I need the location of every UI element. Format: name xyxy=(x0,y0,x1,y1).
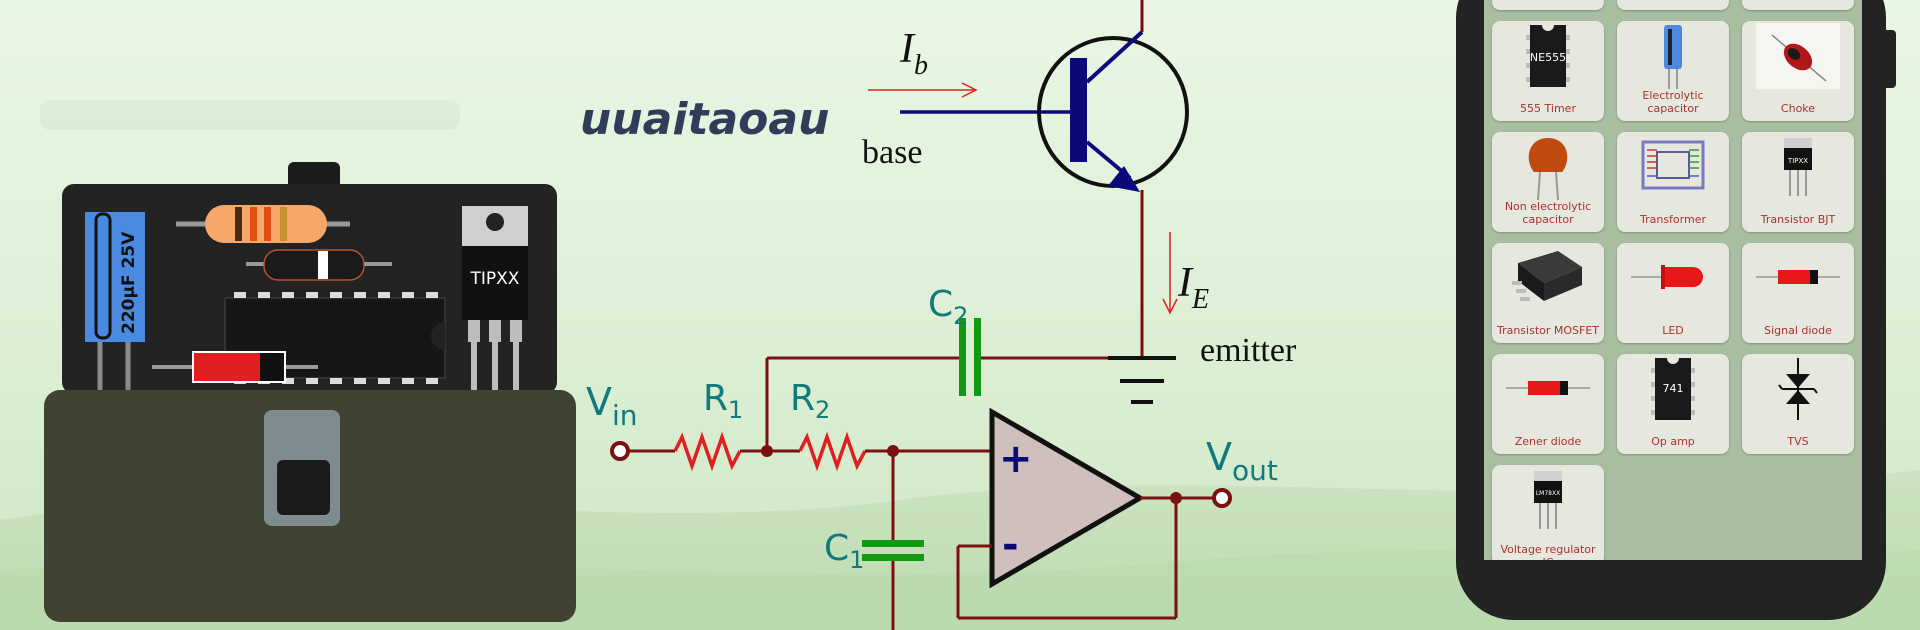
vin-terminal xyxy=(610,441,630,461)
tile-label: Op amp xyxy=(1651,435,1695,448)
tile-label: Choke xyxy=(1780,102,1816,115)
ib-arrow-head xyxy=(961,82,978,98)
tile-label: Signal diode xyxy=(1764,324,1832,337)
tile-electrolytic-capacitor[interactable]: Electrolytic capacitor xyxy=(1617,21,1729,121)
r2-zigzag xyxy=(798,431,867,472)
tile-transformer[interactable]: Transformer xyxy=(1617,132,1729,232)
opamp-minus: - xyxy=(1002,522,1019,568)
tile-label: Zener diode xyxy=(1514,435,1582,448)
tile-label: Electrolytic capacitor xyxy=(1642,89,1704,115)
c1-plate-bottom xyxy=(862,554,924,561)
transistor-bjt-icon: TIPXX xyxy=(1784,138,1812,196)
resistor-icon xyxy=(176,205,350,243)
led-icon xyxy=(1631,265,1703,289)
tile-signal-diode[interactable]: Signal diode xyxy=(1742,243,1854,343)
blurred-banner-text: uuaitaoau xyxy=(580,94,829,145)
tile-choke[interactable]: Choke xyxy=(1742,21,1854,121)
voltage-regulator-icon: LM78XX xyxy=(1534,471,1562,529)
signal-diode-icon xyxy=(1756,270,1840,284)
choke-icon xyxy=(1756,23,1840,89)
tile-label: Non electrolytic capacitor xyxy=(1504,200,1592,226)
component-grid: NE555 555 Timer Electrolytic capacitor C… xyxy=(1492,0,1862,560)
circuit-diagram: Ib base IE emitter C2 Vin R1 xyxy=(586,0,1297,630)
power-transistor-icon: TIPXX xyxy=(462,206,528,395)
r1-label: R1 xyxy=(703,378,743,424)
tile-555-timer[interactable]: NE555 555 Timer xyxy=(1492,21,1604,121)
vout-terminal xyxy=(1212,488,1232,508)
tile-op-amp[interactable]: 741 Op amp xyxy=(1617,354,1729,454)
c1-plate-top xyxy=(862,540,924,547)
tile-partial[interactable] xyxy=(1492,0,1604,10)
tile-label: 555 Timer xyxy=(1520,102,1576,115)
capacitor-label: 220µF 25V xyxy=(119,231,139,334)
tile-label: Transistor MOSFET xyxy=(1496,324,1600,337)
tile-transistor-bjt[interactable]: TIPXX Transistor BJT xyxy=(1742,132,1854,232)
signal-diode-icon xyxy=(246,249,392,281)
transistor-label: TIPXX xyxy=(470,269,520,289)
tile-label: TVS xyxy=(1787,435,1809,448)
ceramic-capacitor-icon xyxy=(1528,138,1568,201)
r2-label: R2 xyxy=(790,378,830,424)
c2-plate-left xyxy=(959,318,966,396)
ie-label: IE xyxy=(1177,260,1209,315)
transformer-icon xyxy=(1641,140,1705,190)
ib-label: Ib xyxy=(899,26,928,81)
mosfet-icon xyxy=(1512,251,1582,301)
tile-voltage-regulator[interactable]: LM78XX Voltage regulator IC xyxy=(1492,465,1604,560)
component-board: 220µF 25V xyxy=(44,162,576,622)
tile-partial[interactable] xyxy=(1742,0,1854,10)
zener-diode-icon xyxy=(152,351,318,383)
base-label: base xyxy=(862,134,922,171)
emitter-label: emitter xyxy=(1200,332,1297,369)
tile-non-electrolytic-capacitor[interactable]: Non electrolytic capacitor xyxy=(1492,132,1604,232)
electrolytic-capacitor-icon: 220µF 25V xyxy=(85,212,145,390)
collector-lead xyxy=(1085,30,1144,84)
vin-label: Vin xyxy=(586,380,638,432)
tile-zener-diode[interactable]: Zener diode xyxy=(1492,354,1604,454)
blurred-banner-smudge xyxy=(40,100,460,130)
emitter-arrow-head xyxy=(1108,166,1140,192)
op-amp-icon: 741 xyxy=(1651,358,1695,420)
c2-label: C2 xyxy=(928,284,968,330)
555-timer-icon: NE555 xyxy=(1526,25,1570,87)
chip-label: TIPXX xyxy=(1787,157,1808,165)
pocket-slot xyxy=(277,460,330,515)
tile-partial[interactable] xyxy=(1617,0,1729,10)
electrolytic-capacitor-icon xyxy=(1664,25,1682,89)
tile-label: Transistor BJT xyxy=(1760,213,1836,226)
chip-label: 741 xyxy=(1663,382,1684,395)
chip-label: NE555 xyxy=(1530,51,1566,64)
c1-label: C1 xyxy=(824,528,864,574)
chip-label: LM78XX xyxy=(1536,490,1560,497)
tvs-icon xyxy=(1778,358,1818,420)
ie-arrow-head xyxy=(1162,298,1178,315)
tile-label: LED xyxy=(1662,324,1684,337)
tile-transistor-mosfet[interactable]: Transistor MOSFET xyxy=(1492,243,1604,343)
vout-label: Vout xyxy=(1206,435,1278,487)
tile-tvs[interactable]: TVS xyxy=(1742,354,1854,454)
phone-screen[interactable]: NE555 555 Timer Electrolytic capacitor C… xyxy=(1484,0,1862,560)
tile-led[interactable]: LED xyxy=(1617,243,1729,343)
transistor-base-bar xyxy=(1070,58,1087,162)
tile-label: Voltage regulator IC xyxy=(1500,543,1596,560)
r1-zigzag xyxy=(673,431,742,472)
junction-node xyxy=(761,445,773,457)
zener-diode-icon xyxy=(1506,381,1590,395)
opamp-plus: + xyxy=(999,436,1033,482)
c2-plate-right xyxy=(974,318,981,396)
opamp-triangle xyxy=(989,407,1145,589)
tile-label: Transformer xyxy=(1639,213,1706,226)
